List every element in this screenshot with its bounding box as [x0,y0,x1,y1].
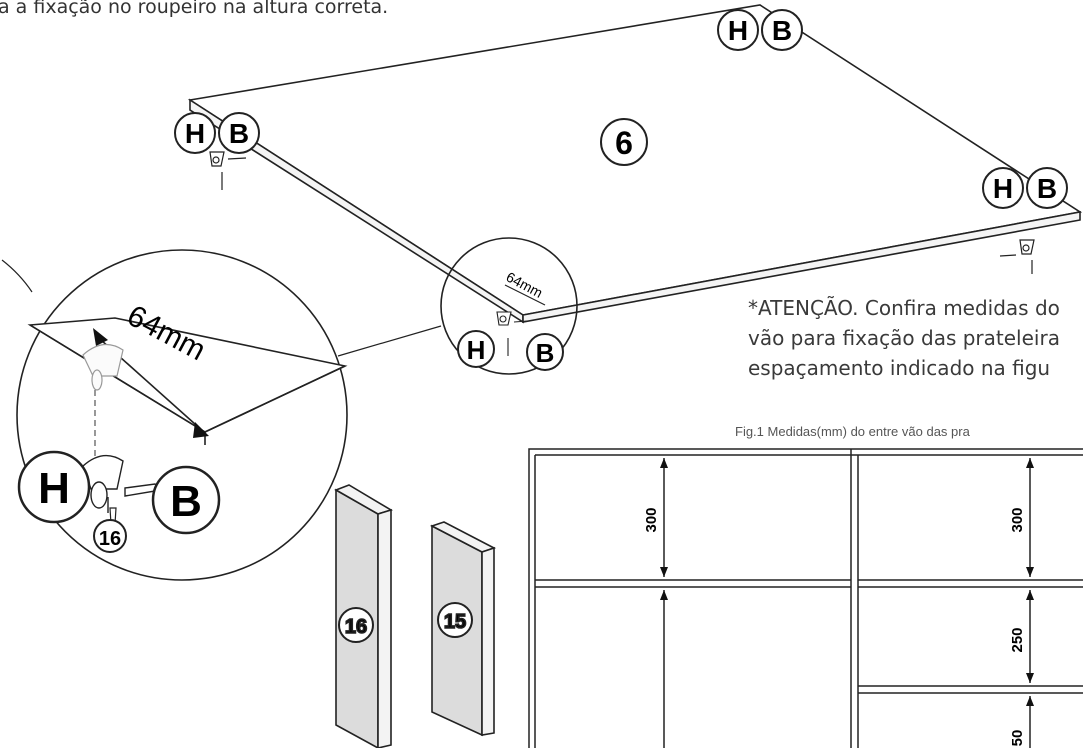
panel-number-badge: 6 [600,118,648,166]
attention-note-line-1: *ATENÇÃO. Confira medidas do [748,296,1060,320]
svg-text:B: B [170,477,202,526]
figure-caption: Fig.1 Medidas(mm) do entre vão das pra [735,424,970,439]
dimension-right-middle: 250 [1009,627,1026,652]
partial-curve-edge [1,259,33,293]
bracket-icon-right [999,239,1035,274]
dimension-arrowheads [660,458,1034,706]
attention-note-line-3: espaçamento indicado na figu [748,356,1051,380]
detail-callout-large: 64mm H B 16 [16,249,348,581]
bracket-icon-left [209,151,247,190]
svg-text:16: 16 [99,528,121,550]
svg-text:H: H [728,15,748,46]
svg-text:H: H [467,335,486,365]
svg-text:6: 6 [615,125,633,161]
intro-instruction-text: a a fixação no roupeiro na altura corret… [0,0,389,18]
svg-text:B: B [772,15,792,46]
hb-badge-left: H B [174,112,260,154]
hb-badge-right: H B [982,167,1068,209]
callout-leader [337,325,442,357]
hb-badge-top-right: H B [717,9,803,51]
side-panel-16: 16 [334,484,393,748]
dimension-left-top: 300 [643,507,660,532]
attention-note-line-2: vão para fixação das prateleira [748,326,1060,350]
dimension-right-top: 300 [1009,507,1026,532]
svg-text:H: H [38,464,70,513]
svg-text:B: B [229,118,249,149]
svg-text:H: H [185,118,205,149]
svg-text:15: 15 [444,611,466,633]
svg-text:H: H [993,173,1013,204]
dimension-right-bottom: 50 [1009,730,1026,747]
svg-text:B: B [536,338,555,368]
svg-text:16: 16 [345,616,367,638]
wardrobe-dimension-figure [528,448,1083,748]
shelf-panel [187,4,1083,324]
side-panel-15: 15 [429,521,497,737]
svg-text:B: B [1037,173,1057,204]
